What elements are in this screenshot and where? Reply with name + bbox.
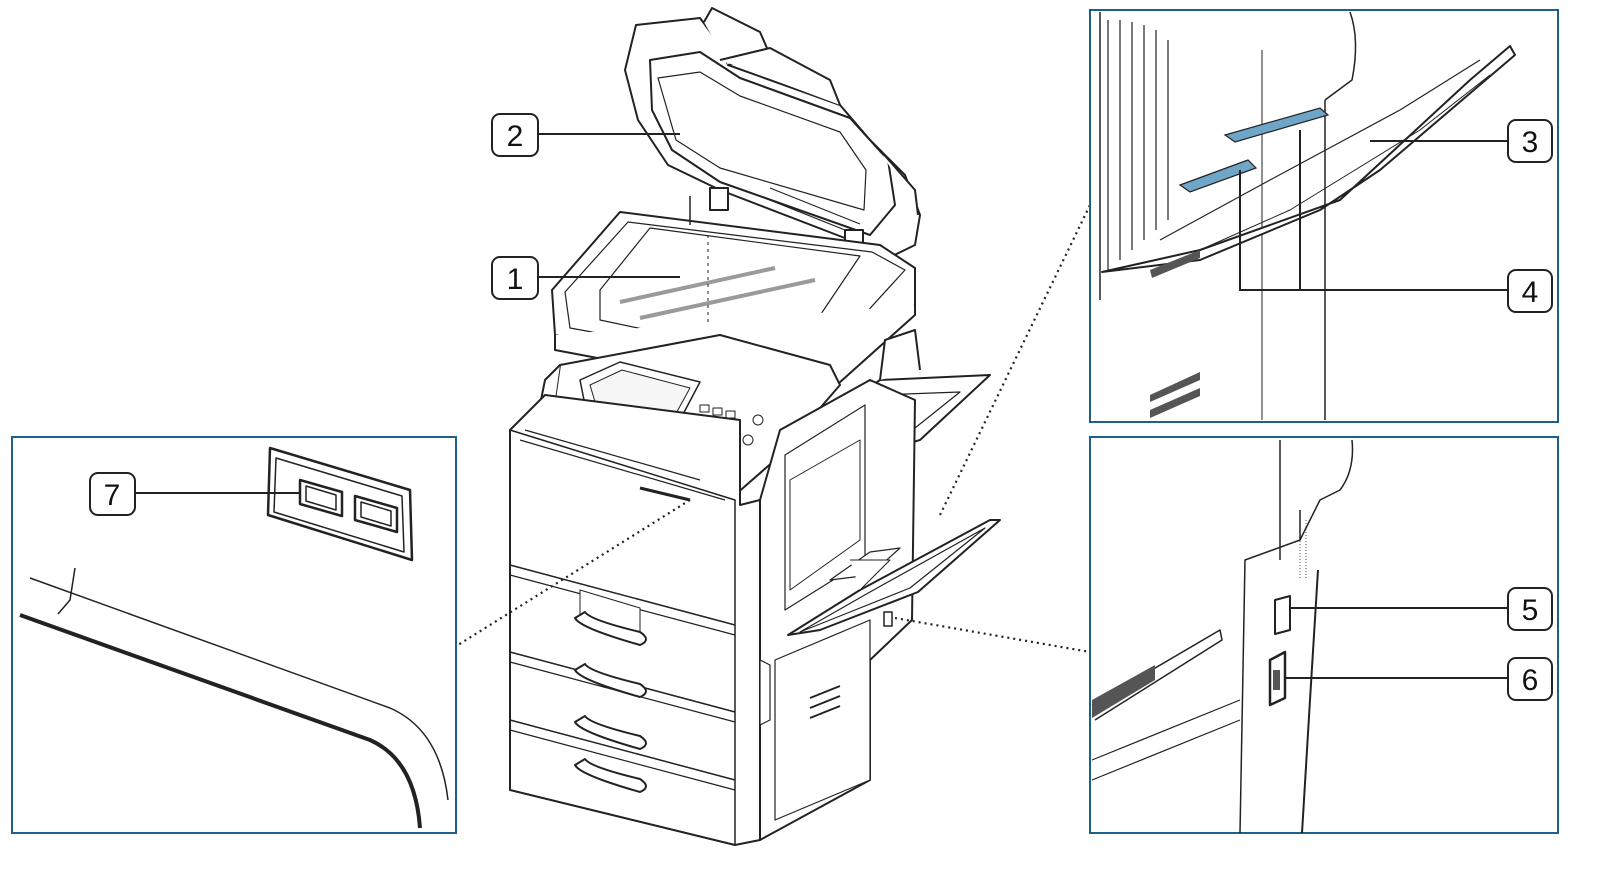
callout-2-label: 2 bbox=[507, 120, 524, 153]
paper-width-guide-upper bbox=[1223, 107, 1330, 143]
tray-guide-detail-panel bbox=[1089, 9, 1559, 423]
callout-4: 4 bbox=[1507, 269, 1553, 313]
power-receptacle bbox=[1268, 650, 1287, 707]
scanner-bed bbox=[551, 196, 916, 401]
callout-6-label: 6 bbox=[1522, 664, 1539, 697]
usb-port-right bbox=[353, 494, 399, 534]
callout-7-label: 7 bbox=[104, 479, 121, 512]
multi-purpose-tray bbox=[787, 519, 1001, 636]
paper-width-guide-lower bbox=[1178, 159, 1258, 193]
printer-cabinet bbox=[509, 394, 761, 846]
callout-7: 7 bbox=[89, 472, 136, 516]
callout-leaders bbox=[135, 130, 1508, 679]
callout-5: 5 bbox=[1507, 587, 1553, 631]
connector-power-detail bbox=[894, 616, 1091, 654]
callout-4-label: 4 bbox=[1522, 276, 1539, 309]
power-port-detail-panel bbox=[1089, 436, 1559, 834]
callout-2: 2 bbox=[491, 113, 539, 157]
callout-1: 1 bbox=[491, 256, 539, 300]
printer-main-body bbox=[509, 7, 1001, 846]
usb-ports-detail-panel bbox=[11, 436, 457, 834]
connector-tray-detail bbox=[939, 204, 1091, 516]
callout-6: 6 bbox=[1507, 657, 1553, 701]
callout-5-label: 5 bbox=[1522, 594, 1539, 627]
callout-1-label: 1 bbox=[507, 263, 524, 296]
callout-3-label: 3 bbox=[1522, 126, 1539, 159]
usb-device-port bbox=[1274, 595, 1291, 635]
callout-3: 3 bbox=[1507, 119, 1553, 163]
usb-port-left bbox=[298, 478, 344, 518]
document-feeder bbox=[624, 7, 921, 263]
